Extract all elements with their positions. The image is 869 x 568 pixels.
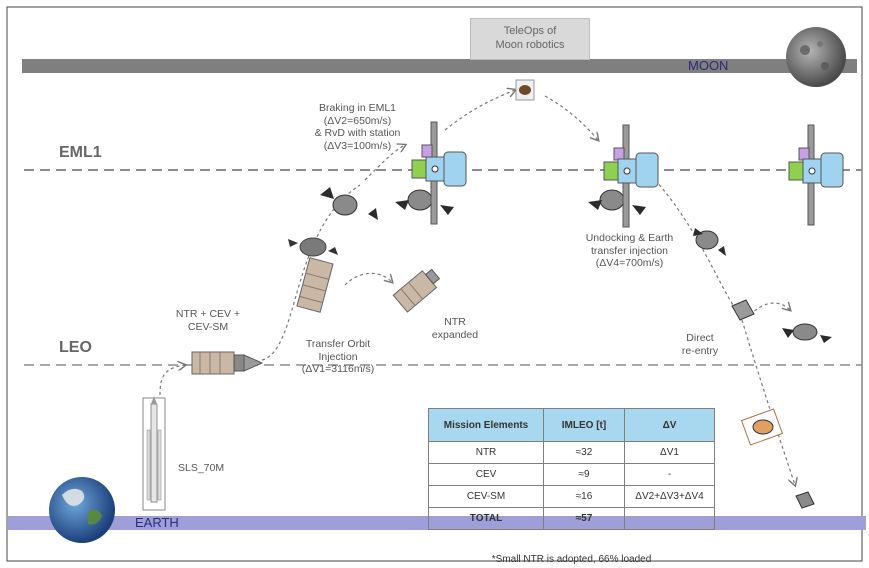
teleops-line1: TeleOps of (503, 25, 557, 38)
eml1-label: EML1 (59, 144, 102, 161)
teleops-line2: Moon robotics (495, 39, 565, 51)
eml1-station-icon-1 (411, 121, 467, 225)
earth-icon (49, 477, 115, 543)
table-cell: CEV-SM (428, 485, 544, 508)
cev-capsule-icon-4 (693, 228, 726, 256)
ntr-transfer-icon (288, 237, 338, 313)
table-row: CEV ≈9 - (428, 463, 715, 486)
table-cell (624, 507, 715, 530)
cev-capsule-icon-5 (782, 323, 832, 343)
ntr-expanded-icon (392, 268, 441, 313)
table-footnote: *Small NTR is adopted, 66% loaded (491, 554, 652, 565)
cev-capsule-icon-2 (395, 189, 454, 215)
teleops-box: TeleOps of Moon robotics (470, 18, 590, 60)
table-cell: ≈57 (543, 507, 625, 530)
table-cell: ΔV1 (624, 441, 715, 464)
earth-label: EARTH (135, 515, 179, 530)
table-cell: TOTAL (428, 507, 544, 530)
sls-label: SLS_70M (178, 462, 225, 474)
moon-band (22, 59, 857, 73)
table-header-dv: ΔV (624, 408, 715, 442)
ntr-expanded-label: NTR expanded (431, 316, 479, 341)
mission-elements-table: Mission Elements IMLEO [t] ΔV NTR ≈32 ΔV… (428, 408, 715, 530)
eml1-station-icon-2 (603, 124, 659, 228)
cev-capsule-icon-1 (320, 187, 378, 220)
table-cell: ≈9 (543, 463, 625, 486)
table-cell: ≈32 (543, 441, 625, 464)
moon-label: MOON (688, 58, 729, 73)
table-cell: - (624, 463, 715, 486)
table-cell: ≈16 (543, 485, 625, 508)
landing-capsule-icon (795, 491, 815, 509)
toi-label: Transfer Orbit Injection (ΔV1=3116m/s) (301, 338, 375, 376)
table-cell: NTR (428, 441, 544, 464)
moon-robot-icon (515, 79, 535, 101)
sls-rocket-icon (142, 396, 166, 511)
reentry-capsule-icon (731, 299, 755, 321)
table-row: NTR ≈32 ΔV1 (428, 441, 715, 464)
reentry-heating-icon (740, 408, 784, 446)
undocking-label: Undocking & Earth transfer injection (ΔV… (585, 232, 674, 270)
ntr-cev-label: NTR + CEV + CEV-SM (175, 308, 241, 333)
braking-label: Braking in EML1 (ΔV2=650m/s) & RvD with … (314, 102, 401, 152)
cev-capsule-icon-3 (588, 189, 646, 215)
ntr-cev-stack-icon (191, 351, 264, 375)
table-header-elements: Mission Elements (428, 408, 544, 442)
reentry-label: Direct re-entry (681, 332, 719, 357)
leo-label: LEO (59, 339, 92, 356)
table-cell: ΔV2+ΔV3+ΔV4 (624, 485, 715, 508)
table-row: CEV-SM ≈16 ΔV2+ΔV3+ΔV4 (428, 485, 715, 508)
frame-border (6, 6, 863, 562)
table-cell: CEV (428, 463, 544, 486)
table-header-imleo: IMLEO [t] (543, 408, 625, 442)
table-header-row: Mission Elements IMLEO [t] ΔV (428, 408, 715, 442)
moon-icon (786, 27, 846, 87)
eml1-station-icon-3 (788, 124, 844, 226)
table-row-total: TOTAL ≈57 (428, 507, 715, 530)
